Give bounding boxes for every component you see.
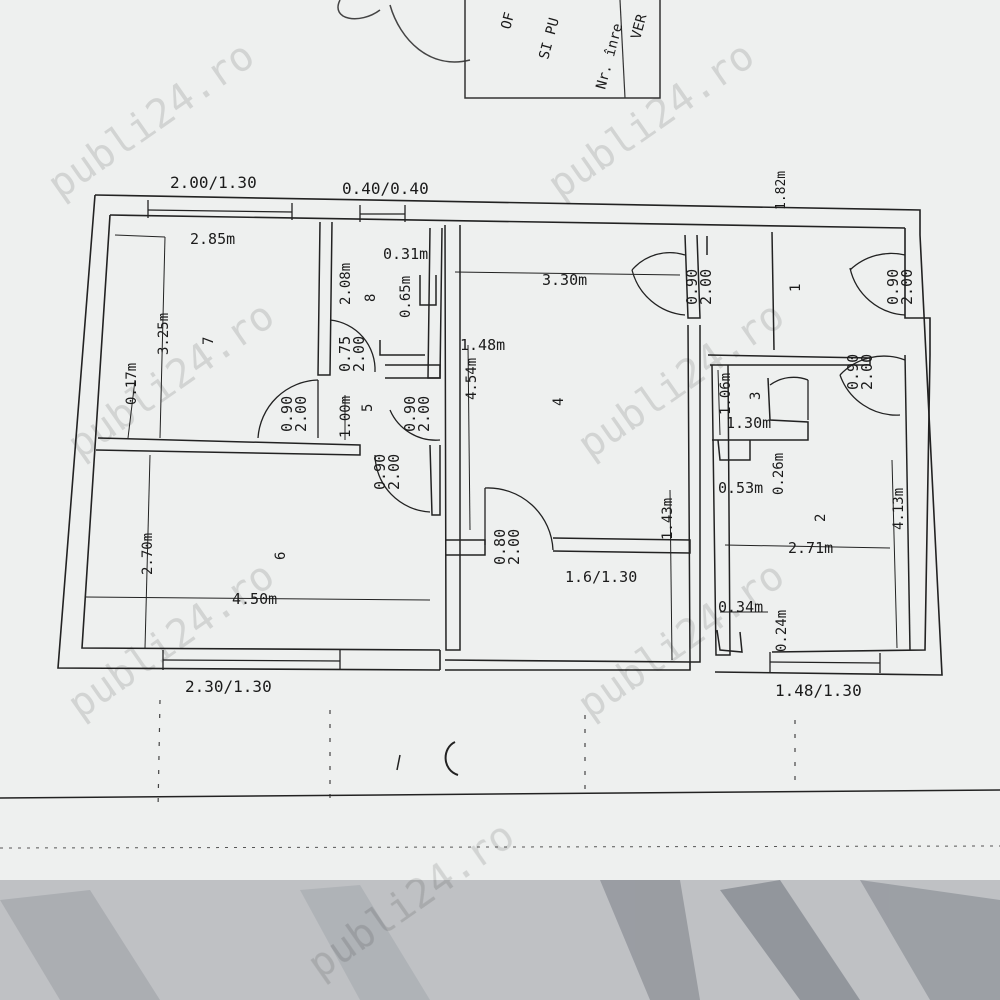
room-label-6: 6 — [273, 552, 289, 560]
room-label-2: 2 — [813, 514, 829, 522]
door-e-width: 0.80 — [491, 529, 509, 565]
dim-024: 0.24m — [774, 610, 790, 652]
door-swings — [257, 252, 906, 551]
room-label-7: 7 — [201, 337, 217, 345]
dim-325: 3.25m — [156, 313, 172, 355]
dim-106: 1.06m — [718, 373, 734, 415]
bottom-border-line — [0, 789, 1000, 799]
room-label-3: 3 — [748, 392, 764, 400]
dim-053: 0.53m — [718, 479, 763, 497]
door-f-height: 2.00 — [697, 269, 715, 305]
stamp-line4: VER — [628, 12, 650, 41]
dim-065: 0.65m — [398, 276, 414, 318]
door-a-width: 0.90 — [278, 396, 296, 432]
door-d-height: 2.00 — [385, 454, 403, 490]
room-label-8: 8 — [363, 294, 379, 302]
dim-271: 2.71m — [788, 539, 833, 557]
window-dim-interior: 1.6/1.30 — [565, 568, 637, 586]
door-e-height: 2.00 — [505, 529, 523, 565]
dim-100: 1.00m — [338, 396, 354, 438]
dim-034: 0.34m — [718, 598, 763, 616]
door-h-width: 0.90 — [844, 354, 862, 390]
room-label-5: 5 — [360, 404, 376, 412]
dim-285: 2.85m — [190, 230, 235, 248]
door-g-width: 0.90 — [884, 269, 902, 305]
door-f-width: 0.90 — [683, 269, 701, 305]
door-h-height: 2.00 — [858, 354, 876, 390]
window-dim-bottom-right: 1.48/1.30 — [775, 681, 862, 700]
dim-330: 3.30m — [542, 271, 587, 289]
tick-mark — [396, 754, 401, 771]
dim-026: 0.26m — [771, 453, 787, 495]
door-a-height: 2.00 — [292, 396, 310, 432]
dim-130: 1.30m — [726, 414, 771, 432]
door-labels: 0.90 2.00 0.75 2.00 0.90 2.00 0.90 2.00 … — [278, 269, 916, 565]
stamp-line1: OF — [498, 11, 518, 31]
dashed-guides — [157, 699, 796, 811]
dim-454: 4.54m — [464, 358, 480, 400]
dim-450: 4.50m — [232, 590, 277, 608]
door-c-width: 0.90 — [401, 396, 419, 432]
dim-208: 2.08m — [338, 263, 354, 305]
door-b-height: 2.00 — [350, 336, 368, 372]
dim-031: 0.31m — [383, 245, 428, 263]
room-label-4: 4 — [551, 398, 567, 406]
background-photo — [0, 880, 1000, 1000]
dim-270: 2.70m — [140, 533, 156, 575]
top-windows — [147, 200, 406, 222]
window-dim-top-right: 1.82m — [774, 171, 789, 210]
dim-148: 1.48m — [460, 336, 505, 354]
interior-walls — [95, 221, 911, 663]
outer-walls — [57, 194, 943, 676]
door-c-height: 2.00 — [415, 396, 433, 432]
dim-017: 0.17m — [124, 363, 140, 405]
bottom-windows — [162, 650, 881, 673]
window-dim-bottom-left: 2.30/1.30 — [185, 677, 272, 696]
dim-413: 4.13m — [891, 488, 907, 530]
window-dim-top-mid: 0.40/0.40 — [342, 179, 429, 198]
window-dim-top-left: 2.00/1.30 — [170, 173, 257, 192]
room-label-1: 1 — [788, 284, 804, 292]
door-g-height: 2.00 — [898, 269, 916, 305]
dimension-lines — [84, 234, 898, 661]
scribble-mark — [444, 741, 459, 776]
dim-143: 1.43m — [660, 498, 676, 540]
door-b-width: 0.75 — [336, 336, 354, 372]
background-photo-texture — [0, 880, 1000, 1000]
door-d-width: 0.90 — [371, 454, 389, 490]
